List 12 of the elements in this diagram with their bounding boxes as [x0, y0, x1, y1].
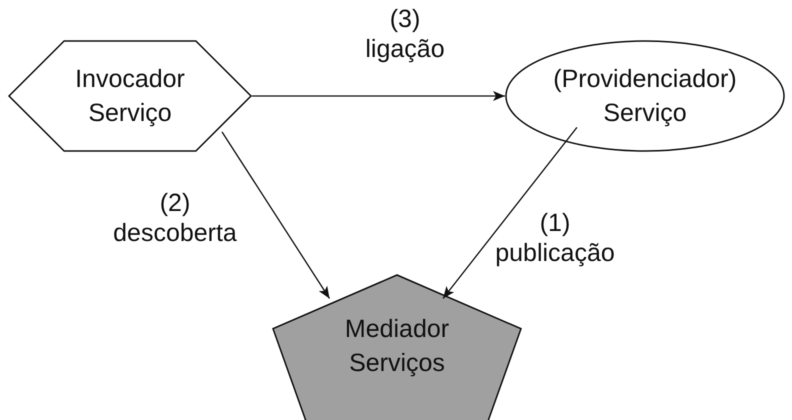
pentagon-node [272, 274, 522, 418]
arrow [221, 131, 330, 299]
arrow [442, 126, 578, 299]
ellipse-node [505, 40, 785, 152]
node-label: Mediador Serviços [344, 314, 450, 379]
edge-label: (1) publicação [494, 208, 616, 268]
node-label: Invocador Serviço [74, 64, 186, 129]
arrow [252, 91, 505, 101]
edge-label: (3) ligação [364, 4, 446, 64]
edge-label: (2) descoberta [112, 188, 238, 248]
hexagon-node [8, 40, 252, 152]
node-label: (Providenciador) Serviço [552, 64, 738, 129]
